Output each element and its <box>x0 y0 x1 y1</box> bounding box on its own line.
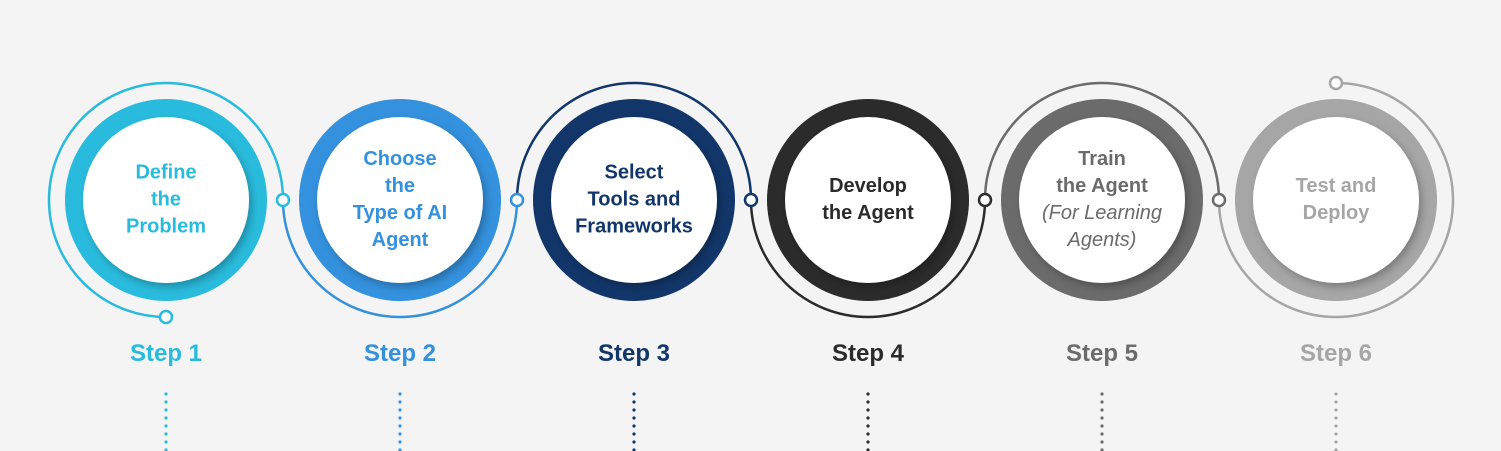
step-inner-circle <box>1253 117 1419 283</box>
dotted-line-dot <box>164 440 168 444</box>
dotted-line-dot <box>866 424 870 428</box>
step-title: Develop the Agent <box>751 173 985 227</box>
connector-arc <box>47 81 285 319</box>
step-title-line: the <box>385 175 415 197</box>
step-title-line: Choose <box>363 148 437 170</box>
dotted-line-dot <box>632 432 636 436</box>
step-title-line: the <box>151 188 181 211</box>
dotted-line-dot <box>632 408 636 412</box>
dotted-line-dot <box>1100 416 1104 420</box>
dotted-line-dot <box>1100 392 1104 396</box>
dotted-line-dot <box>164 392 168 396</box>
dotted-line-dot <box>1334 392 1338 396</box>
end-node <box>158 309 174 325</box>
dotted-line-dot <box>398 432 402 436</box>
connector-node <box>509 192 525 208</box>
step-label: Step 4 <box>831 340 905 367</box>
step-subtitle-line: (For Learning <box>1041 202 1163 224</box>
step-title-line: Frameworks <box>575 215 693 238</box>
step-title-line: Deploy <box>1302 202 1370 224</box>
dotted-line-dot <box>632 400 636 404</box>
step-label: Step 2 <box>363 340 437 367</box>
dotted-line-dot <box>1334 440 1338 444</box>
dotted-line-dot <box>866 400 870 404</box>
dotted-line-dot <box>164 424 168 428</box>
dotted-line-dot <box>398 392 402 396</box>
dotted-line-dot <box>1334 400 1338 404</box>
connector-arc <box>515 81 753 201</box>
step-title-line: the Agent <box>822 202 914 224</box>
step-title-line: Train <box>1078 148 1126 170</box>
dotted-line-dot <box>1334 448 1338 451</box>
step-inner-circle <box>551 117 717 283</box>
connector-arc <box>749 199 987 319</box>
step-title-line: Problem <box>125 215 207 238</box>
step-title-line: Develop <box>829 175 907 197</box>
dotted-line-dot <box>632 416 636 420</box>
step-inner-circle <box>1019 117 1185 283</box>
dotted-line-dot <box>866 448 870 451</box>
connector-node <box>977 192 993 208</box>
step-subtitle-line: Agents) <box>1067 229 1137 251</box>
dotted-line-dot <box>1100 400 1104 404</box>
dotted-line-dot <box>398 448 402 451</box>
step-title-line: Define <box>135 161 197 184</box>
dotted-line-dot <box>1100 408 1104 412</box>
step-inner-circle <box>785 117 951 283</box>
dotted-line-dot <box>1100 440 1104 444</box>
dotted-line-dot <box>398 408 402 412</box>
connector-arc <box>1217 81 1455 319</box>
step-title-line: Agent <box>371 229 429 251</box>
step-inner-circle <box>317 117 483 283</box>
connector-arc <box>983 81 1221 201</box>
dotted-line-dot <box>632 424 636 428</box>
dotted-line-dot <box>1334 416 1338 420</box>
dotted-line-dot <box>164 400 168 404</box>
step-label: Step 5 <box>1065 340 1139 367</box>
dotted-line-dot <box>398 440 402 444</box>
step-inner-circle <box>83 117 249 283</box>
step-title-line: Select <box>604 161 664 184</box>
dotted-line-dot <box>1334 424 1338 428</box>
dotted-line-dot <box>398 424 402 428</box>
dotted-line-dot <box>866 440 870 444</box>
end-node <box>1328 75 1344 91</box>
dotted-line-dot <box>398 416 402 420</box>
step-label: Step 3 <box>597 340 671 367</box>
step-title-line: Type of AI <box>352 202 448 224</box>
dotted-line-dot <box>866 416 870 420</box>
dotted-line-dot <box>164 408 168 412</box>
dotted-line-dot <box>866 408 870 412</box>
connector-node <box>743 192 759 208</box>
dotted-line-dot <box>866 392 870 396</box>
dotted-line-dot <box>1334 432 1338 436</box>
dotted-line-dot <box>1100 424 1104 428</box>
dotted-line-dot <box>632 448 636 451</box>
dotted-line-dot <box>164 416 168 420</box>
step-title-line: Test and <box>1295 175 1377 197</box>
dotted-line-dot <box>632 392 636 396</box>
connector-node <box>1211 192 1227 208</box>
dotted-line-dot <box>632 440 636 444</box>
dotted-line-dot <box>164 432 168 436</box>
dotted-line-dot <box>164 448 168 451</box>
step-label: Step 1 <box>129 340 203 367</box>
dotted-line-dot <box>866 432 870 436</box>
dotted-line-dot <box>1100 432 1104 436</box>
step-label: Step 6 <box>1299 340 1373 367</box>
step-title-line: the Agent <box>1056 175 1148 197</box>
connector-node <box>275 192 291 208</box>
dotted-line-dot <box>398 400 402 404</box>
step-title-line: Tools and <box>587 188 681 211</box>
connector-arc <box>281 199 519 319</box>
dotted-line-dot <box>1100 448 1104 451</box>
dotted-line-dot <box>1334 408 1338 412</box>
